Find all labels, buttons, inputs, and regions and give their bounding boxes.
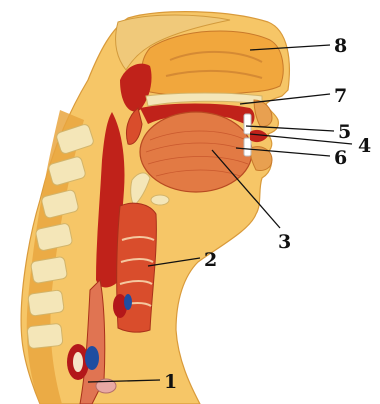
callout-1: 1 <box>164 371 177 393</box>
lower-incisor <box>244 138 251 156</box>
upper-incisor <box>244 114 251 134</box>
callout-5: 5 <box>338 121 351 143</box>
vertebra <box>27 323 63 348</box>
vertebra <box>28 290 65 317</box>
callout-2: 2 <box>204 249 217 271</box>
callout-4: 4 <box>358 135 371 157</box>
vessel-blue <box>124 294 132 310</box>
hyoid-bone <box>151 195 169 205</box>
callout-3: 3 <box>278 231 291 253</box>
callout-6: 6 <box>334 147 347 169</box>
callout-7: 7 <box>334 85 347 107</box>
callout-8: 8 <box>334 35 347 57</box>
vessel-blue-lower <box>85 346 99 370</box>
vessel-inner <box>73 352 83 372</box>
nasal-cavity <box>142 31 283 95</box>
tongue <box>140 112 252 192</box>
